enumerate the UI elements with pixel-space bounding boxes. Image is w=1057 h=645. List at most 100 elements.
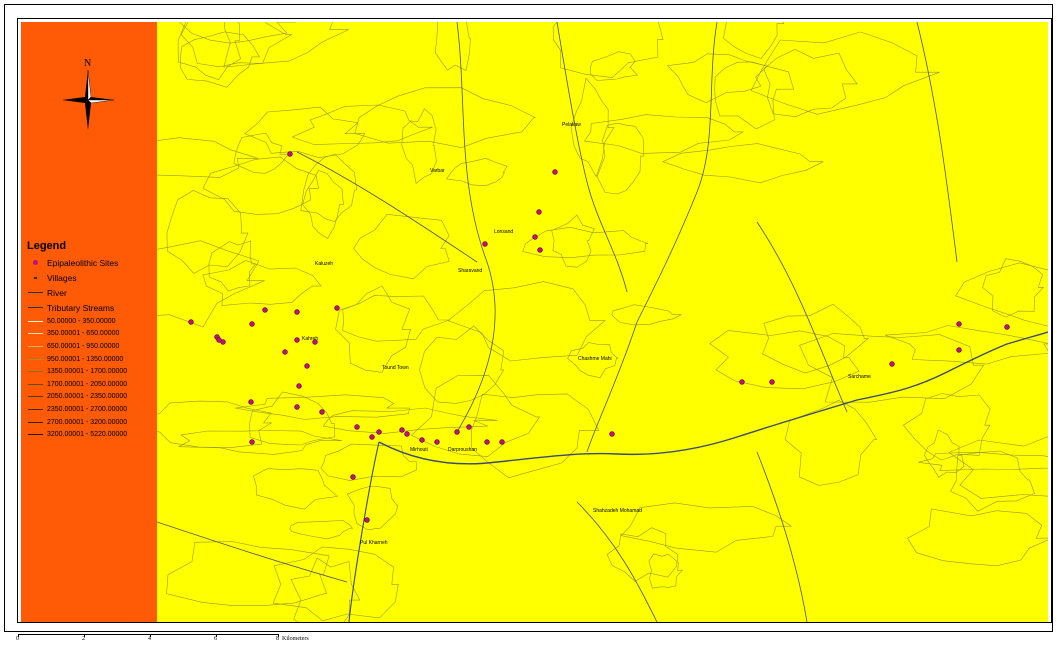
epipaleolithic-site-marker[interactable] xyxy=(454,429,460,435)
epipaleolithic-site-marker[interactable] xyxy=(532,234,538,240)
contour-line xyxy=(447,281,606,362)
legend-elevation-5: 1700.00001 - 2050.00000 xyxy=(27,378,155,391)
tributary-stream xyxy=(756,451,808,622)
contour-line xyxy=(410,374,541,457)
contour-line xyxy=(177,430,342,455)
epipaleolithic-site-marker[interactable] xyxy=(369,434,375,440)
contour-line xyxy=(180,22,293,68)
contour-line xyxy=(291,104,433,145)
epipaleolithic-site-marker[interactable] xyxy=(282,349,288,355)
epipaleolithic-site-marker[interactable] xyxy=(482,241,488,247)
epipaleolithic-site-marker[interactable] xyxy=(1004,324,1010,330)
contour-line xyxy=(596,122,645,195)
legend-title: Legend xyxy=(27,240,67,252)
tributary-stream xyxy=(296,151,478,263)
contour-line xyxy=(799,333,985,403)
epipaleolithic-site-marker[interactable] xyxy=(434,439,440,445)
contour-line xyxy=(300,153,358,223)
contour-line xyxy=(762,303,869,374)
map-area[interactable] xyxy=(157,22,1048,622)
contour-line xyxy=(290,557,361,622)
elevation-line-icon xyxy=(27,345,43,347)
place-label: Chashme Mahi xyxy=(578,356,612,362)
epipaleolithic-site-marker[interactable] xyxy=(889,361,895,367)
contour-line xyxy=(166,190,249,274)
epipaleolithic-site-marker[interactable] xyxy=(609,431,615,437)
epipaleolithic-site-marker[interactable] xyxy=(769,379,775,385)
epipaleolithic-site-marker[interactable] xyxy=(739,379,745,385)
elevation-line-icon xyxy=(27,358,43,360)
contour-line xyxy=(223,22,349,68)
contour-line xyxy=(763,49,858,118)
contour-line xyxy=(445,157,508,187)
epipaleolithic-site-marker[interactable] xyxy=(188,319,194,325)
epipaleolithic-site-marker[interactable] xyxy=(248,399,254,405)
contour-line xyxy=(662,143,824,184)
epipaleolithic-site-marker[interactable] xyxy=(249,321,255,327)
epipaleolithic-site-marker[interactable] xyxy=(304,363,310,369)
epipaleolithic-site-marker[interactable] xyxy=(350,474,356,480)
epipaleolithic-site-marker[interactable] xyxy=(312,339,318,345)
epipaleolithic-site-marker[interactable] xyxy=(249,439,255,445)
place-label: Pul Kharneh xyxy=(360,540,388,546)
epipaleolithic-site-marker[interactable] xyxy=(262,307,268,313)
contour-line xyxy=(551,214,595,268)
contour-line xyxy=(522,226,649,259)
epipaleolithic-site-marker[interactable] xyxy=(419,437,425,443)
epipaleolithic-site-marker[interactable] xyxy=(220,339,226,345)
epipaleolithic-site-marker[interactable] xyxy=(956,347,962,353)
place-label: Shahzadeh Mohamad xyxy=(593,508,642,514)
contour-line xyxy=(589,51,638,81)
epipaleolithic-site-marker[interactable] xyxy=(294,404,300,410)
contour-line xyxy=(346,486,399,531)
epipaleolithic-site-marker[interactable] xyxy=(404,431,410,437)
legend-elevation-1: 350.00001 - 650.00000 xyxy=(27,328,155,341)
contour-line xyxy=(948,436,1048,499)
epipaleolithic-site-marker[interactable] xyxy=(466,424,472,430)
epipaleolithic-site-marker[interactable] xyxy=(376,429,382,435)
epipaleolithic-site-marker[interactable] xyxy=(537,247,543,253)
map-inner-frame xyxy=(17,18,1052,623)
legend-elevation-7: 2350.00001 - 2700.00000 xyxy=(27,403,155,416)
scale-tick-8: 8 xyxy=(276,636,279,642)
epipaleolithic-site-marker[interactable] xyxy=(956,321,962,327)
epipaleolithic-site-marker[interactable] xyxy=(552,169,558,175)
place-label: Kaluzeh xyxy=(315,261,334,267)
contour-line xyxy=(157,240,265,328)
contour-line xyxy=(570,77,615,178)
contour-line xyxy=(709,330,860,390)
contour-line xyxy=(918,451,1048,471)
contour-line xyxy=(611,304,682,326)
epipaleolithic-site-marker[interactable] xyxy=(399,427,405,433)
north-label: N xyxy=(84,58,92,69)
epipaleolithic-site-marker[interactable] xyxy=(499,439,505,445)
epipaleolithic-site-marker[interactable] xyxy=(296,383,302,389)
epipaleolithic-site-marker[interactable] xyxy=(536,209,542,215)
place-label: Lonsand xyxy=(494,229,514,235)
legend-elevation-0: 50.00000 - 350.00000 xyxy=(27,315,155,328)
contour-line xyxy=(552,22,664,78)
scale-unit: Kilometers xyxy=(282,636,309,642)
contour-line xyxy=(272,546,399,622)
site-marker-icon xyxy=(32,260,38,265)
epipaleolithic-site-marker[interactable] xyxy=(354,424,360,430)
epipaleolithic-site-marker[interactable] xyxy=(319,409,325,415)
epipaleolithic-site-marker[interactable] xyxy=(294,337,300,343)
contour-line xyxy=(289,520,354,540)
stream-line-icon xyxy=(27,307,43,308)
place-label: Pelakaw xyxy=(562,122,581,128)
contour-line xyxy=(750,31,940,115)
main-river xyxy=(378,331,1048,465)
scale-tick-2: 2 xyxy=(82,636,85,642)
contour-line xyxy=(666,53,769,104)
contour-line xyxy=(249,391,336,446)
scale-bar: 0 2 4 6 8 Kilometers xyxy=(14,634,309,645)
epipaleolithic-site-marker[interactable] xyxy=(294,309,300,315)
epipaleolithic-site-marker[interactable] xyxy=(334,305,340,311)
legend-elevation-3: 950.00001 - 1350.00000 xyxy=(27,353,155,366)
contour-line xyxy=(235,394,410,420)
epipaleolithic-site-marker[interactable] xyxy=(287,151,293,157)
epipaleolithic-site-marker[interactable] xyxy=(364,517,370,523)
legend-elevation-8: 2700.00001 - 3200.00000 xyxy=(27,416,155,429)
epipaleolithic-site-marker[interactable] xyxy=(484,439,490,445)
